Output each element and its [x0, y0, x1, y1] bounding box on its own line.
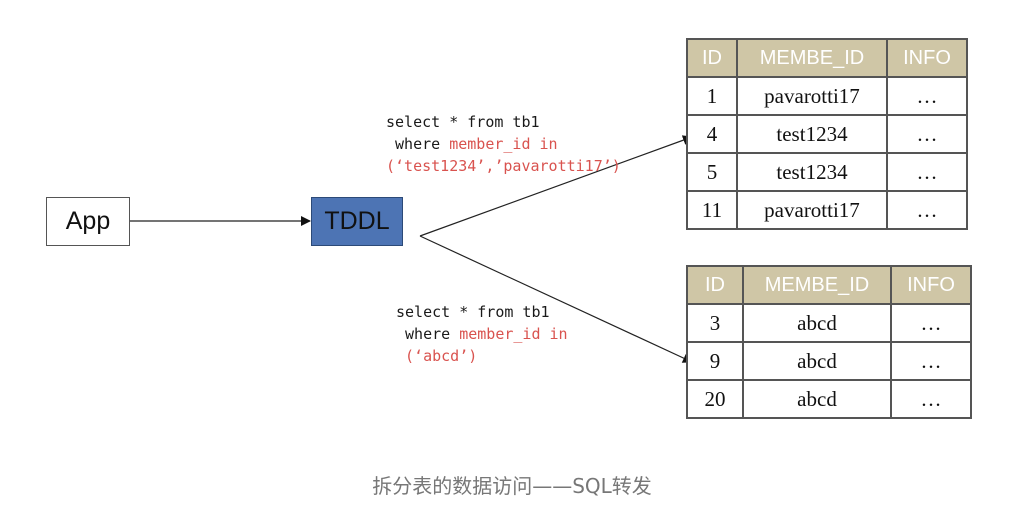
cell-id: 9 — [686, 341, 744, 381]
sql-query-2: select * from tb1 where member_id in (‘a… — [396, 301, 568, 367]
cell-member-id: pavarotti17 — [736, 76, 888, 116]
header-id: ID — [686, 265, 744, 305]
query-highlight: member_id in — [449, 135, 558, 153]
cell-info: … — [890, 341, 972, 381]
cell-id: 20 — [686, 379, 744, 419]
table-row: 11 pavarotti17 … — [686, 190, 968, 230]
table-header-row: ID MEMBE_ID INFO — [686, 38, 968, 78]
tddl-node: TDDL — [311, 197, 403, 246]
table-row: 1 pavarotti17 … — [686, 76, 968, 116]
figure-caption: 拆分表的数据访问——SQL转发 — [372, 474, 652, 498]
cell-member-id: test1234 — [736, 152, 888, 192]
table-row: 9 abcd … — [686, 341, 972, 381]
cell-member-id: abcd — [742, 341, 892, 381]
arrow-tddl-to-table-2 — [419, 235, 693, 363]
cell-info: … — [890, 379, 972, 419]
table-row: 3 abcd … — [686, 303, 972, 343]
sql-query-1: select * from tb1 where member_id in (‘t… — [386, 111, 621, 177]
header-member-id: MEMBE_ID — [742, 265, 892, 305]
cell-info: … — [886, 190, 968, 230]
cell-info: … — [886, 152, 968, 192]
cell-member-id: abcd — [742, 379, 892, 419]
cell-id: 11 — [686, 190, 738, 230]
cell-id: 3 — [686, 303, 744, 343]
cell-id: 1 — [686, 76, 738, 116]
app-node: App — [46, 197, 130, 246]
table-row: 4 test1234 … — [686, 114, 968, 154]
cell-member-id: abcd — [742, 303, 892, 343]
cell-member-id: test1234 — [736, 114, 888, 154]
table-row: 5 test1234 … — [686, 152, 968, 192]
query-where: where — [386, 135, 450, 153]
cell-info: … — [886, 114, 968, 154]
query-where: where — [396, 325, 460, 343]
header-info: INFO — [890, 265, 972, 305]
cell-id: 5 — [686, 152, 738, 192]
table-row: 20 abcd … — [686, 379, 972, 419]
query-highlight: member_id in — [459, 325, 568, 343]
header-member-id: MEMBE_ID — [736, 38, 888, 78]
cell-id: 4 — [686, 114, 738, 154]
query-line: select * from tb1 — [396, 303, 550, 321]
table-header-row: ID MEMBE_ID INFO — [686, 265, 972, 305]
query-line: select * from tb1 — [386, 113, 540, 131]
shard-table-1: ID MEMBE_ID INFO 1 pavarotti17 … 4 test1… — [686, 38, 968, 230]
cell-member-id: pavarotti17 — [736, 190, 888, 230]
query-values: (‘test1234’,’pavarotti17’) — [386, 157, 621, 175]
cell-info: … — [886, 76, 968, 116]
shard-table-2: ID MEMBE_ID INFO 3 abcd … 9 abcd … 20 ab… — [686, 265, 972, 419]
cell-info: … — [890, 303, 972, 343]
query-values: (‘abcd’) — [396, 347, 478, 365]
header-info: INFO — [886, 38, 968, 78]
header-id: ID — [686, 38, 738, 78]
arrow-tddl-to-table-1 — [419, 135, 693, 237]
